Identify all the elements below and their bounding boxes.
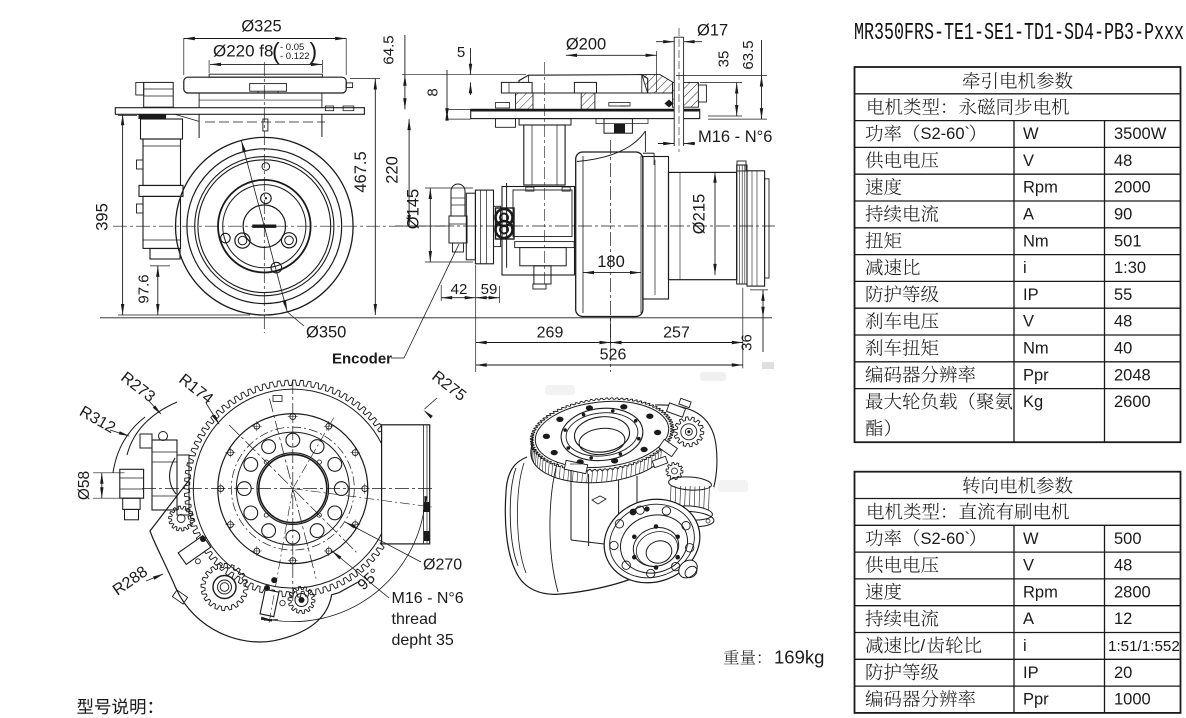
svg-text:269: 269	[537, 325, 564, 342]
svg-text:Encoder: Encoder	[332, 351, 392, 368]
svg-text:63.5: 63.5	[740, 40, 757, 69]
svg-text:W: W	[1023, 530, 1039, 548]
svg-text:): )	[310, 38, 318, 64]
svg-text:5: 5	[457, 44, 465, 61]
svg-text:M16 - N°6: M16 - N°6	[392, 590, 464, 607]
svg-text:MR350FRS-TE1-SE1-TD1-SD4-PB3-P: MR350FRS-TE1-SE1-TD1-SD4-PB3-Pxxx	[854, 20, 1184, 47]
svg-text:526: 526	[600, 347, 627, 364]
svg-text:1:30: 1:30	[1114, 259, 1146, 277]
svg-text:97.6: 97.6	[136, 274, 153, 303]
svg-text:Ppr: Ppr	[1023, 691, 1049, 709]
svg-text:(: (	[272, 38, 280, 64]
svg-text:55: 55	[1114, 286, 1132, 304]
svg-text:169kg: 169kg	[774, 647, 824, 668]
svg-text:2600: 2600	[1114, 393, 1151, 411]
svg-text:500: 500	[1114, 530, 1142, 548]
svg-text:2800: 2800	[1114, 583, 1151, 601]
svg-text:/: /	[921, 637, 926, 655]
svg-text:180: 180	[597, 253, 625, 271]
svg-text:1:51/1:552: 1:51/1:552	[1108, 638, 1180, 655]
svg-text:IP: IP	[1023, 286, 1039, 304]
svg-text:220: 220	[384, 156, 402, 184]
svg-text:Ø58: Ø58	[76, 471, 93, 500]
svg-text:i: i	[1023, 259, 1027, 277]
svg-text:2048: 2048	[1114, 366, 1151, 384]
svg-text:Ø215: Ø215	[691, 194, 709, 234]
svg-text:S2-60`: S2-60`	[921, 530, 971, 548]
svg-text:40: 40	[1114, 340, 1132, 358]
svg-text:Ø145: Ø145	[405, 189, 423, 229]
svg-text:A: A	[1023, 206, 1034, 224]
svg-text:395: 395	[94, 203, 112, 231]
svg-text:12: 12	[1114, 610, 1132, 628]
svg-text:48: 48	[1114, 313, 1132, 331]
svg-text:V: V	[1023, 557, 1034, 575]
svg-text:- 0.05: - 0.05	[280, 42, 304, 53]
svg-text:64.5: 64.5	[381, 35, 398, 64]
svg-text:Rpm: Rpm	[1023, 583, 1058, 601]
svg-text:S2-60`: S2-60`	[921, 125, 971, 143]
svg-text:M16 - N°6: M16 - N°6	[698, 128, 772, 146]
svg-text:Ø200: Ø200	[566, 36, 606, 54]
svg-text:90: 90	[1114, 206, 1132, 224]
svg-text:501: 501	[1114, 232, 1142, 250]
svg-text:8: 8	[425, 88, 442, 96]
svg-text:V: V	[1023, 152, 1034, 170]
svg-text:Ø350: Ø350	[306, 324, 346, 342]
svg-text:IP: IP	[1023, 664, 1039, 682]
svg-text:48: 48	[1114, 152, 1132, 170]
svg-text:- 0.122: - 0.122	[280, 51, 310, 62]
svg-text:Ø17: Ø17	[697, 22, 728, 40]
svg-text:i: i	[1023, 637, 1027, 655]
svg-text:Ø325: Ø325	[241, 18, 281, 36]
svg-text:thread: thread	[392, 611, 437, 628]
svg-text:2000: 2000	[1114, 179, 1151, 197]
svg-text:20: 20	[1114, 664, 1132, 682]
svg-text:V: V	[1023, 313, 1034, 331]
svg-text:35: 35	[716, 51, 733, 68]
svg-text:3500W: 3500W	[1114, 125, 1167, 143]
svg-text:Ø270: Ø270	[423, 557, 462, 574]
svg-text:42: 42	[451, 281, 468, 298]
svg-text:Rpm: Rpm	[1023, 179, 1058, 197]
svg-text:467.5: 467.5	[352, 151, 370, 192]
svg-text:A: A	[1023, 610, 1034, 628]
svg-text:48: 48	[1114, 557, 1132, 575]
svg-text:W: W	[1023, 125, 1039, 143]
svg-text:Ø220 f8: Ø220 f8	[213, 42, 274, 61]
svg-text:59: 59	[481, 281, 498, 298]
svg-text:Kg: Kg	[1023, 393, 1043, 411]
svg-text:257: 257	[663, 325, 690, 342]
svg-text:Nm: Nm	[1023, 340, 1049, 358]
svg-text:1000: 1000	[1114, 691, 1151, 709]
svg-text:depht 35: depht 35	[392, 632, 454, 649]
svg-text:Ppr: Ppr	[1023, 366, 1049, 384]
svg-text:Nm: Nm	[1023, 232, 1049, 250]
